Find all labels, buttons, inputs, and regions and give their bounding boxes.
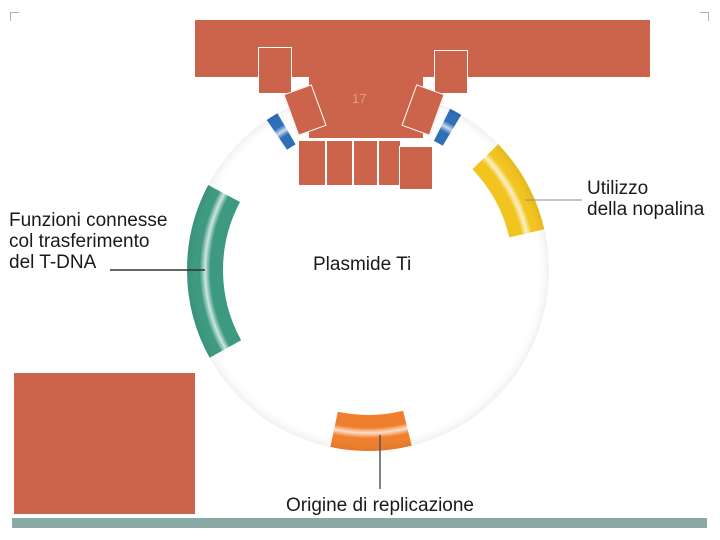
occluding-block-row-1 — [298, 140, 326, 186]
transfer-label-line-2: col trasferimento — [9, 231, 150, 252]
nopaline-label: Utilizzo della nopalina — [587, 178, 704, 220]
occluding-block-bottom-left — [14, 373, 195, 514]
occluding-block-row-2 — [326, 140, 353, 186]
slide-corner-top-right — [700, 12, 709, 21]
transfer-functions-label: Funzioni connesse col trasferimento del … — [9, 210, 167, 273]
transfer-label-line-1: Funzioni connesse — [9, 210, 168, 231]
occluding-block-row-3 — [353, 140, 378, 186]
slide-corner-top-left — [10, 12, 19, 21]
origin-label: Origine di replicazione — [286, 495, 474, 516]
occluding-block-top-left-tab — [258, 47, 292, 94]
occluding-block-top-right-tab — [434, 50, 468, 94]
plasmid-center-label: Plasmide Ti — [313, 254, 412, 275]
nopaline-label-line-2: della nopalina — [587, 199, 705, 220]
occluding-block-center-top — [309, 72, 423, 138]
page-number: 17 — [352, 91, 367, 106]
occluding-block-row-4 — [378, 140, 401, 186]
occluding-block-row-5 — [399, 146, 433, 190]
slide-bottom-bar — [12, 518, 707, 528]
transfer-label-line-3: del T-DNA — [9, 252, 97, 273]
nopaline-label-line-1: Utilizzo — [587, 178, 649, 199]
